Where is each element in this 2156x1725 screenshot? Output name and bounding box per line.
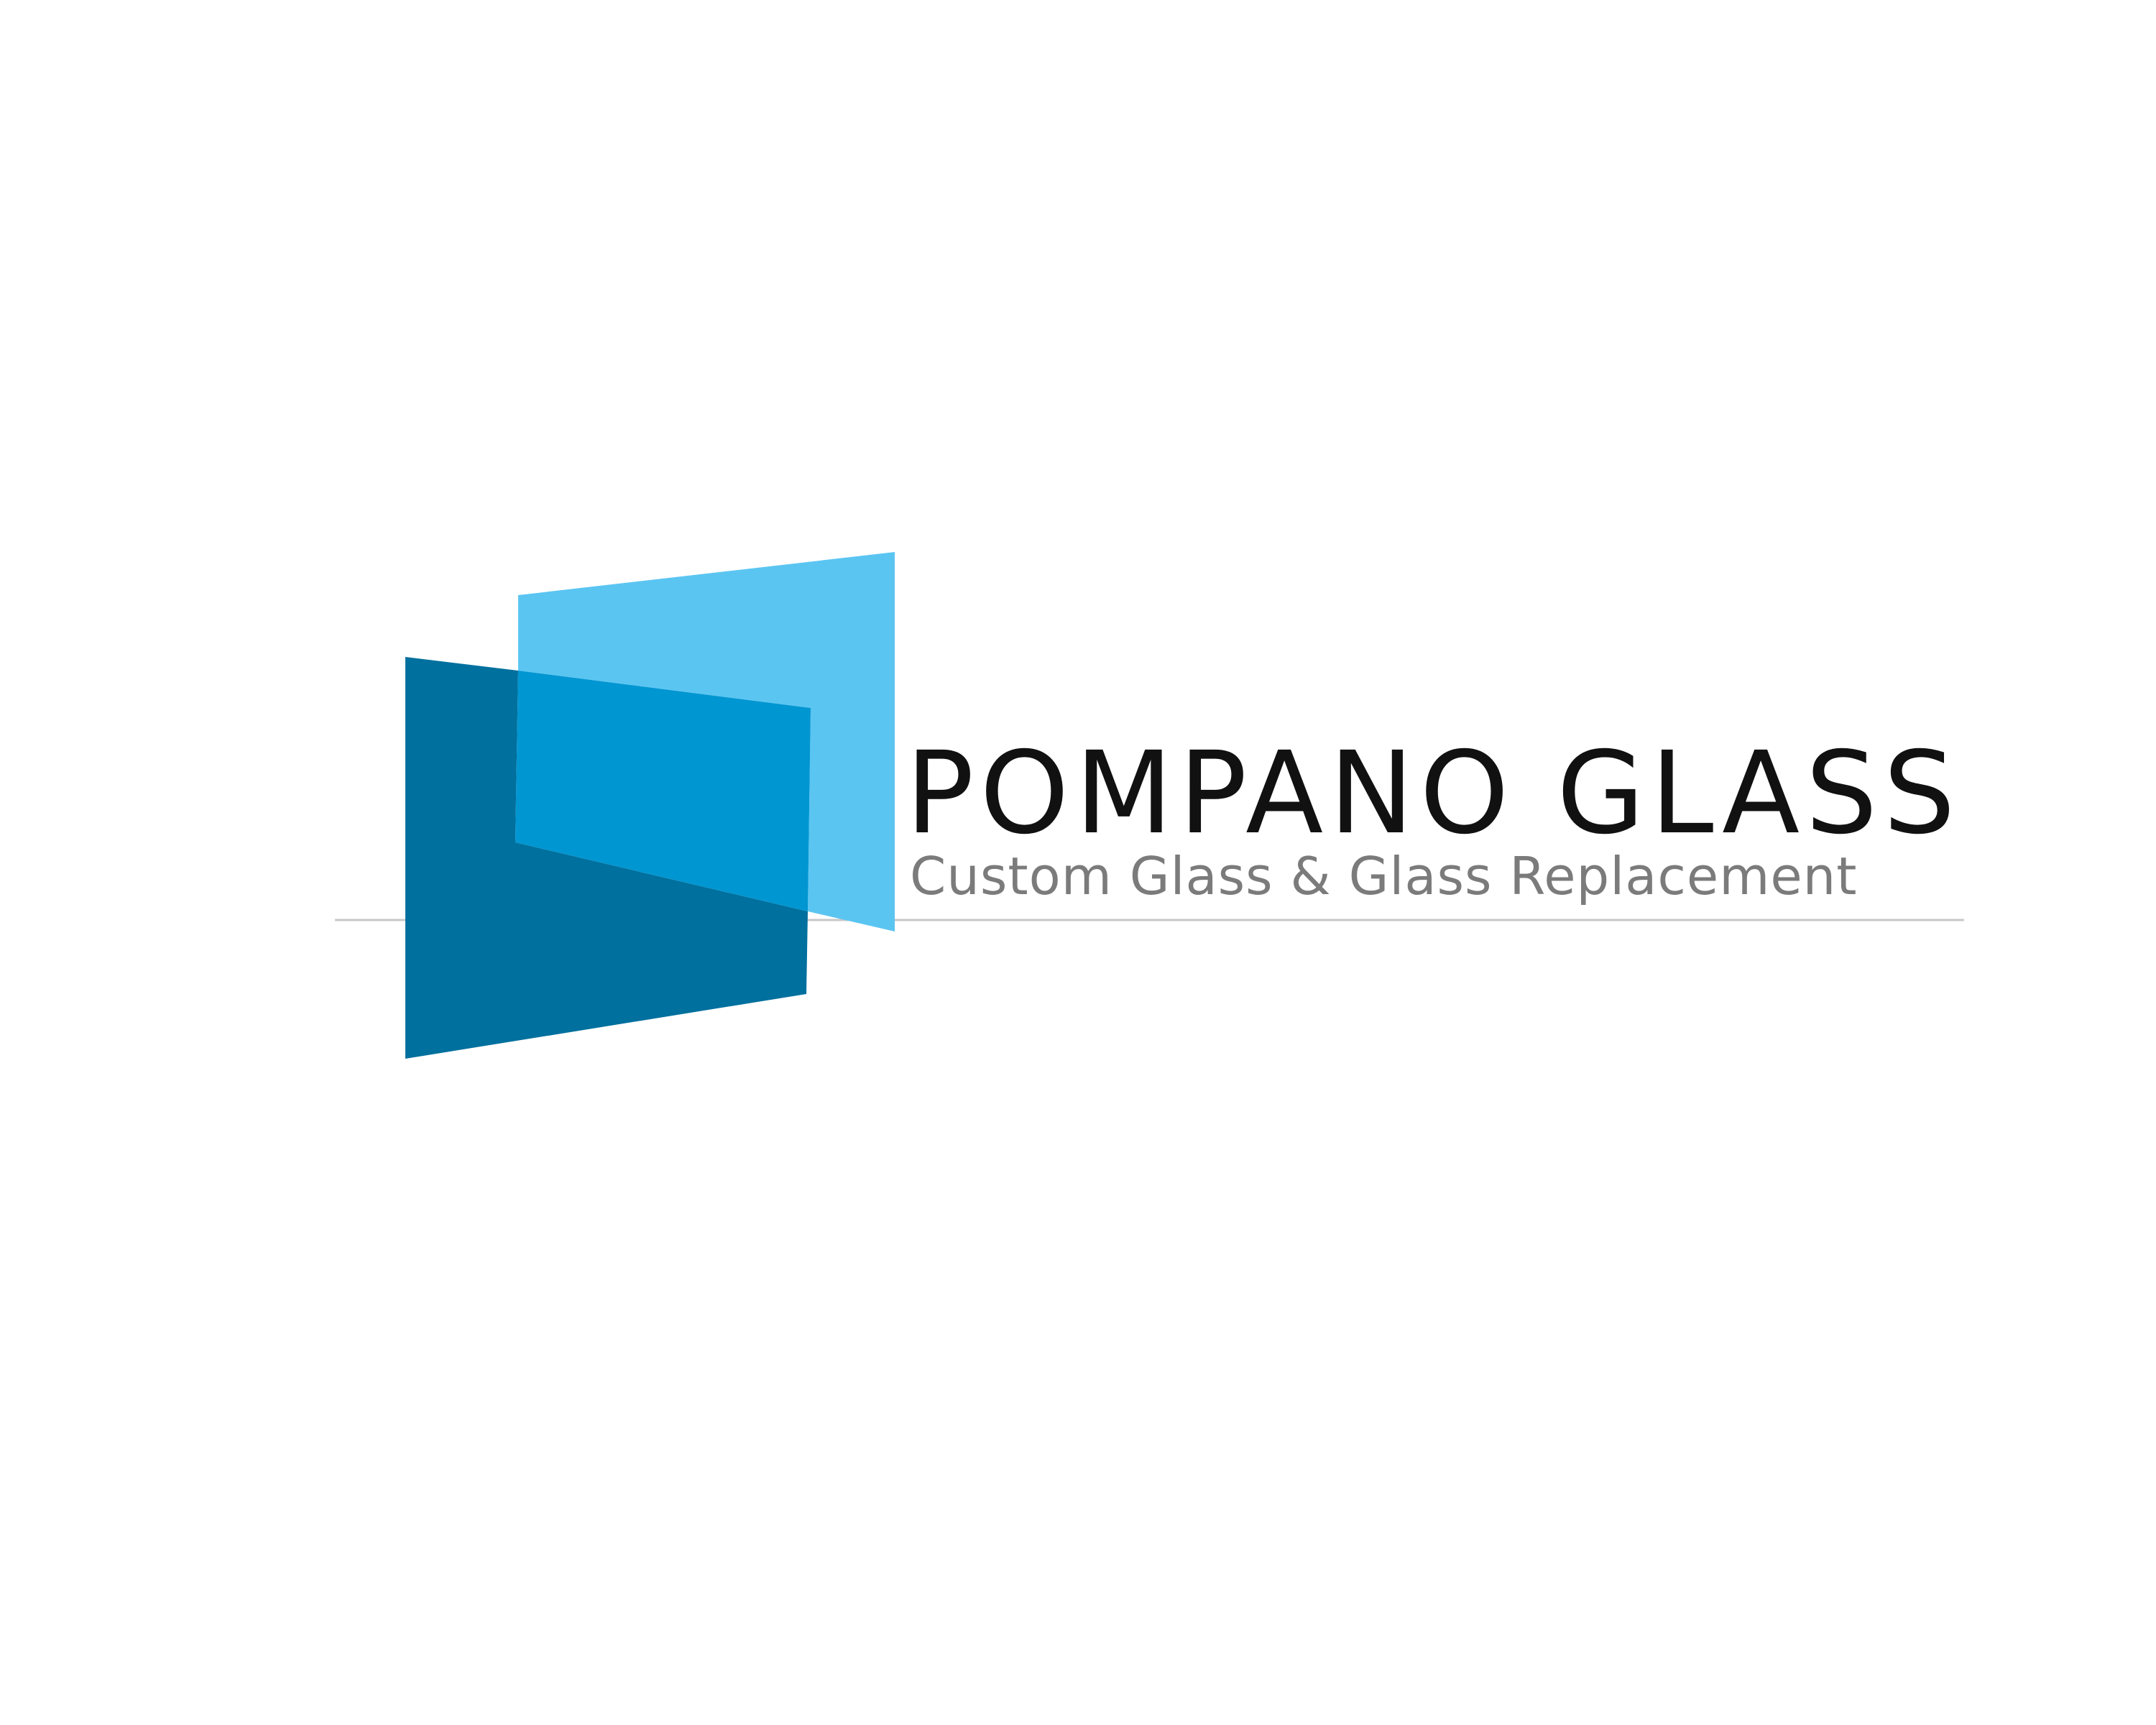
brand-name: POMPANO GLASS <box>906 727 1961 860</box>
light-glass-pane <box>518 552 895 932</box>
overlap-glass-pane <box>515 671 811 911</box>
brand-tagline: Custom Glass & Glass Replacement <box>910 846 1858 906</box>
dark-glass-pane <box>405 657 808 1059</box>
overlapping-glass-panes-icon <box>405 552 895 1059</box>
